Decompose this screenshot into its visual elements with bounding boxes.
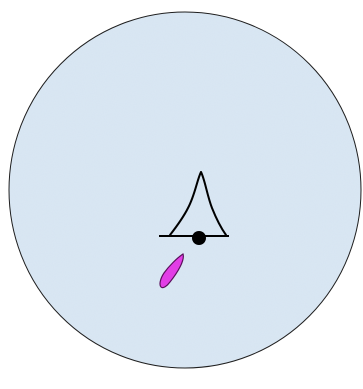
bell-clapper: [192, 231, 206, 245]
round-board: [9, 12, 361, 368]
board-texture: [9, 12, 361, 368]
